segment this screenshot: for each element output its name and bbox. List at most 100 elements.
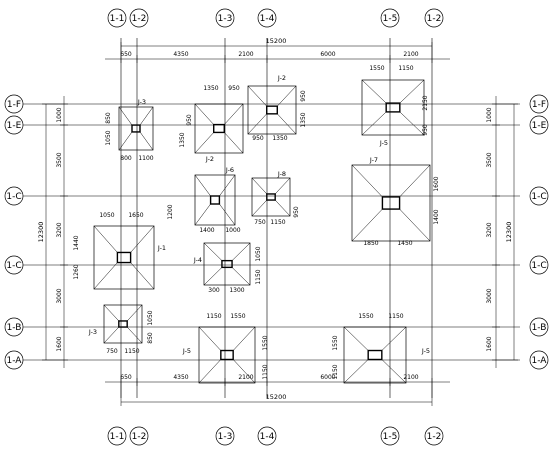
axis-bottom-label: 1-1 bbox=[110, 432, 125, 442]
column-stub bbox=[266, 193, 276, 201]
footing-pad bbox=[361, 79, 425, 136]
axis-top-label: 1-2 bbox=[132, 14, 147, 24]
vertical-grid-lines bbox=[120, 38, 433, 398]
axis-bottom-label: 1-5 bbox=[383, 432, 398, 442]
right-total-dim: 12300 bbox=[505, 222, 513, 243]
footing-slope-line bbox=[219, 203, 236, 226]
footing-dim: 1050 bbox=[99, 212, 114, 219]
column-stub bbox=[381, 196, 401, 210]
footing-slope-line bbox=[198, 359, 222, 384]
bottom-span-dim: 6000 bbox=[320, 374, 335, 381]
footing-slope-line bbox=[343, 326, 369, 351]
footing-pad bbox=[198, 326, 256, 384]
footing-slope-line bbox=[231, 242, 251, 261]
axis-right-label: 1-E bbox=[532, 121, 547, 131]
axis-bottom-label: 1-2 bbox=[132, 432, 147, 442]
axis-top-label: 1-4 bbox=[260, 14, 275, 24]
footing-slope-line bbox=[126, 304, 143, 322]
footing-slope-line bbox=[274, 199, 291, 217]
axis-left-label: 1-B bbox=[7, 323, 22, 333]
footing-slope-line bbox=[381, 326, 407, 351]
axis-right-label: 1-C bbox=[531, 261, 546, 271]
footing-slope-line bbox=[194, 103, 214, 125]
footing-slope-line bbox=[103, 326, 120, 344]
axis-bottom-label: 1-2 bbox=[427, 432, 442, 442]
footing-tag: J-5 bbox=[182, 347, 191, 355]
axis-left-label: 1-A bbox=[7, 356, 23, 366]
footing-pad bbox=[103, 304, 143, 344]
footing-slope-line bbox=[399, 111, 425, 136]
footing-dim: 1150 bbox=[206, 313, 221, 320]
footing-dim: 1600 bbox=[433, 176, 440, 191]
bottom-total-dim: 15200 bbox=[266, 393, 287, 401]
footing-dim: 1550 bbox=[230, 313, 245, 320]
left-total-dim: 12300 bbox=[37, 222, 45, 243]
axis-bottom-label: 1-3 bbox=[218, 432, 233, 442]
footing-pad bbox=[203, 242, 251, 286]
footing-dim: 1300 bbox=[229, 287, 244, 294]
axis-bubbles-bottom: 1-1 1-2 1-3 1-4 1-5 1-2 bbox=[107, 426, 444, 446]
right-dimension-chain: 1000 3500 3200 3000 1600 12300 bbox=[486, 96, 518, 368]
footing-dim: 1350 bbox=[203, 85, 218, 92]
footing-dim: 1350 bbox=[300, 112, 307, 127]
axis-bottom-label: 1-4 bbox=[260, 432, 275, 442]
column-stub bbox=[116, 251, 132, 264]
footing-slope-line bbox=[351, 208, 383, 242]
footing-slope-line bbox=[361, 79, 387, 104]
footing-dim: 1400 bbox=[199, 227, 214, 234]
top-dimension-chain: 15200 650 4350 2100 6000 2100 bbox=[105, 37, 450, 63]
footing-dim: 1050 bbox=[147, 310, 154, 325]
footing-dim: 1440 bbox=[73, 235, 80, 250]
bottom-span-dim: 4350 bbox=[173, 374, 188, 381]
horizontal-grid-lines bbox=[22, 103, 520, 361]
footing-slope-line bbox=[251, 199, 268, 217]
bottom-span-dim: 2100 bbox=[238, 374, 253, 381]
footing-dim: 1550 bbox=[332, 335, 339, 350]
footing-slope-line bbox=[203, 267, 223, 286]
top-span-dim: 650 bbox=[120, 51, 132, 58]
left-span-dim: 3200 bbox=[56, 222, 63, 237]
footing-pad bbox=[118, 106, 154, 151]
left-span-dim: 1600 bbox=[56, 336, 63, 351]
footing-dim: 1050 bbox=[255, 246, 262, 261]
right-span-dim: 3500 bbox=[486, 152, 493, 167]
footing-dim: 1650 bbox=[128, 212, 143, 219]
bottom-span-dim: 650 bbox=[120, 374, 132, 381]
left-dimension-chain: 12300 1000 3500 3200 3000 1600 bbox=[37, 96, 68, 368]
column-stub bbox=[209, 195, 221, 205]
footing-slope-line bbox=[224, 132, 244, 154]
column-stub bbox=[131, 124, 141, 133]
footing-tag: J-3 bbox=[88, 328, 97, 336]
footing-dim: 1400 bbox=[433, 209, 440, 224]
footing-dim: 950 bbox=[422, 124, 429, 136]
footing-slope-line bbox=[343, 359, 369, 384]
footing-dim: 1550 bbox=[358, 313, 373, 320]
footing-slope-line bbox=[361, 111, 387, 136]
footing-dim: 1850 bbox=[363, 240, 378, 247]
top-span-dim: 4350 bbox=[173, 51, 188, 58]
footing-slope-line bbox=[130, 225, 155, 253]
footing-dim: 1050 bbox=[105, 130, 112, 145]
footing-dim: 1150 bbox=[398, 65, 413, 72]
footing-slope-line bbox=[232, 359, 256, 384]
axis-left-label: 1-F bbox=[7, 100, 21, 110]
column-stub bbox=[213, 123, 225, 134]
footing-slope-line bbox=[139, 106, 154, 126]
footing-slope-line bbox=[224, 103, 244, 125]
axis-bubbles-right: 1-F 1-E 1-C 1-C 1-B 1-A bbox=[529, 94, 549, 370]
footing-slope-line bbox=[399, 79, 425, 104]
right-span-dim: 3000 bbox=[486, 288, 493, 303]
footing-tag: J-4 bbox=[193, 256, 202, 264]
right-span-dim: 3200 bbox=[486, 222, 493, 237]
footing-dim: 1550 bbox=[369, 65, 384, 72]
footing-slope-line bbox=[247, 85, 267, 107]
footing-dim: 750 bbox=[254, 219, 266, 226]
footing-slope-line bbox=[232, 326, 256, 351]
